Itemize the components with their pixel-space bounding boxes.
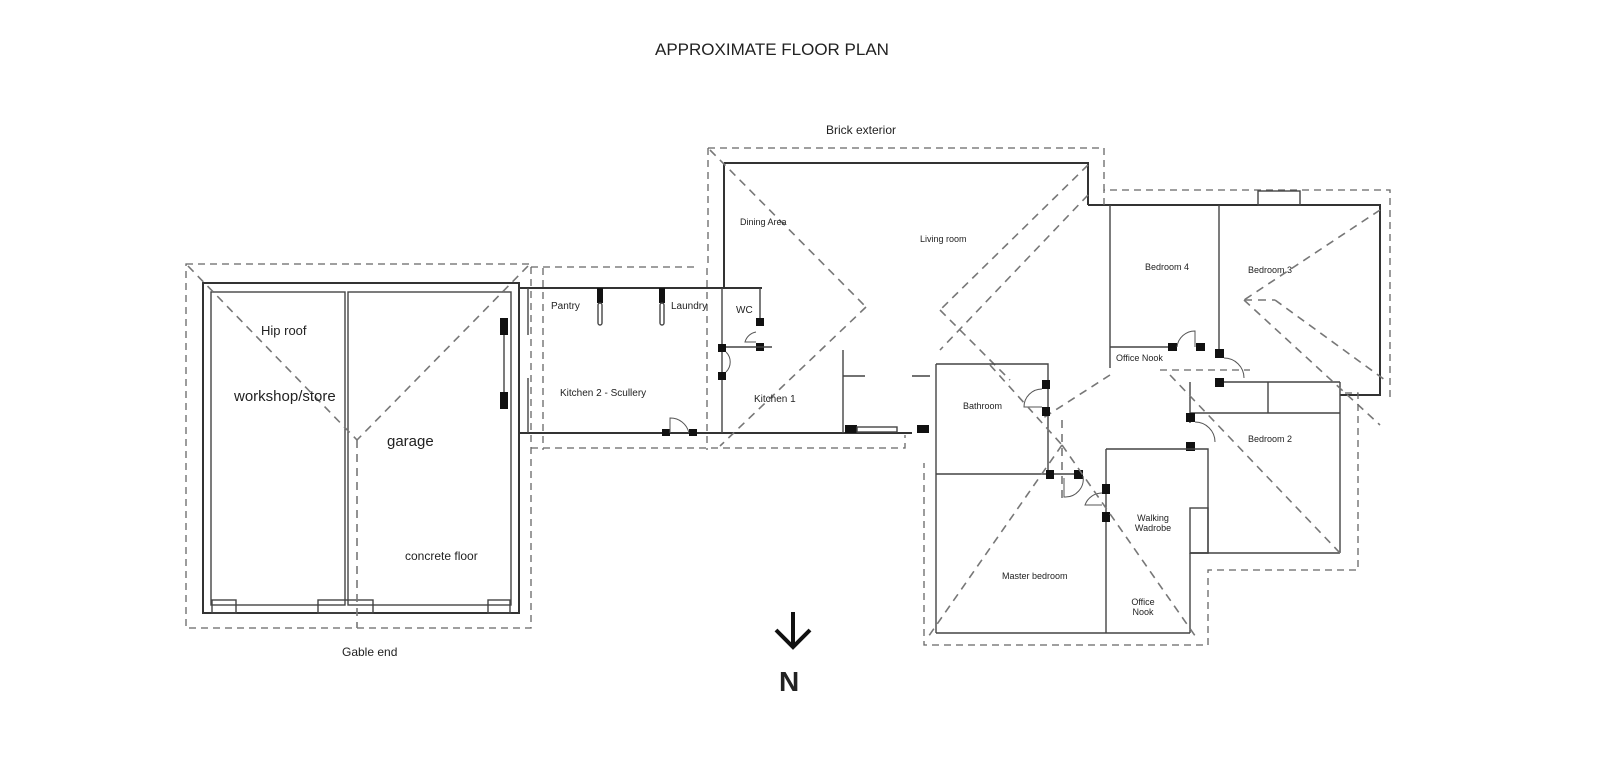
room-living: Living room [920,234,967,244]
garage-pier [211,599,237,614]
brick-exterior-label: Brick exterior [826,123,897,137]
room-bathroom: Bathroom [963,401,1003,411]
page-title: APPROXIMATE FLOOR PLAN [655,40,889,59]
office-nook-line-1: Office [1131,597,1155,607]
garage-block [185,263,532,629]
room-master-bedroom: Master bedroom [1002,571,1068,581]
bedroom-roof-outline [923,392,1359,646]
north-label: N [779,666,800,697]
hip-line [709,149,867,308]
garage-pier [487,599,511,614]
garage-roof-outline [185,263,532,629]
garage-pier [317,599,374,614]
room-bedroom-2: Bedroom 2 [1248,434,1293,444]
room-bedroom-3: Bedroom 3 [1248,265,1293,275]
walking-wardrobe-line-2: Wadrobe [1134,523,1172,533]
garage-inner-wall [347,291,512,606]
room-kitchen-1: Kitchen 1 [754,394,796,405]
room-laundry: Laundry [671,301,708,312]
room-wc: WC [736,305,753,316]
arrow-down-icon [774,612,812,650]
room-garage: garage [387,433,434,450]
garage-outer-wall [202,282,520,614]
office-nook-line-2: Nook [1132,607,1154,617]
wing-roof-outline [531,266,906,449]
bedroom-wing [923,190,1386,646]
bedroom-outer-wall [1088,204,1381,396]
room-office-nook-bottom: Office Nook [1126,597,1160,617]
living-block [707,147,1391,447]
hip-line [187,265,358,441]
gable-end-label: Gable end [342,645,398,659]
window-jamb [500,392,508,409]
concrete-floor-label: concrete floor [405,549,478,563]
hip-line [356,265,529,441]
room-office-nook-top: Office Nook [1116,353,1163,363]
hip-roof-label: Hip roof [261,323,307,338]
window-jamb [500,318,508,335]
living-top-wall [724,162,1089,205]
walking-wardrobe-line-1: Walking [1137,513,1169,523]
hip-line [939,164,1089,311]
room-pantry: Pantry [551,301,580,312]
room-kitchen-2: Kitchen 2 - Scullery [560,388,647,399]
workshop-inner-wall [210,291,346,606]
room-dining: Dining Area [740,217,787,227]
room-bedroom-4: Bedroom 4 [1145,262,1190,272]
room-workshop: workshop/store [234,388,336,405]
scullery-wing [519,266,930,450]
room-walking-wardrobe: Walking Wadrobe [1133,513,1173,533]
